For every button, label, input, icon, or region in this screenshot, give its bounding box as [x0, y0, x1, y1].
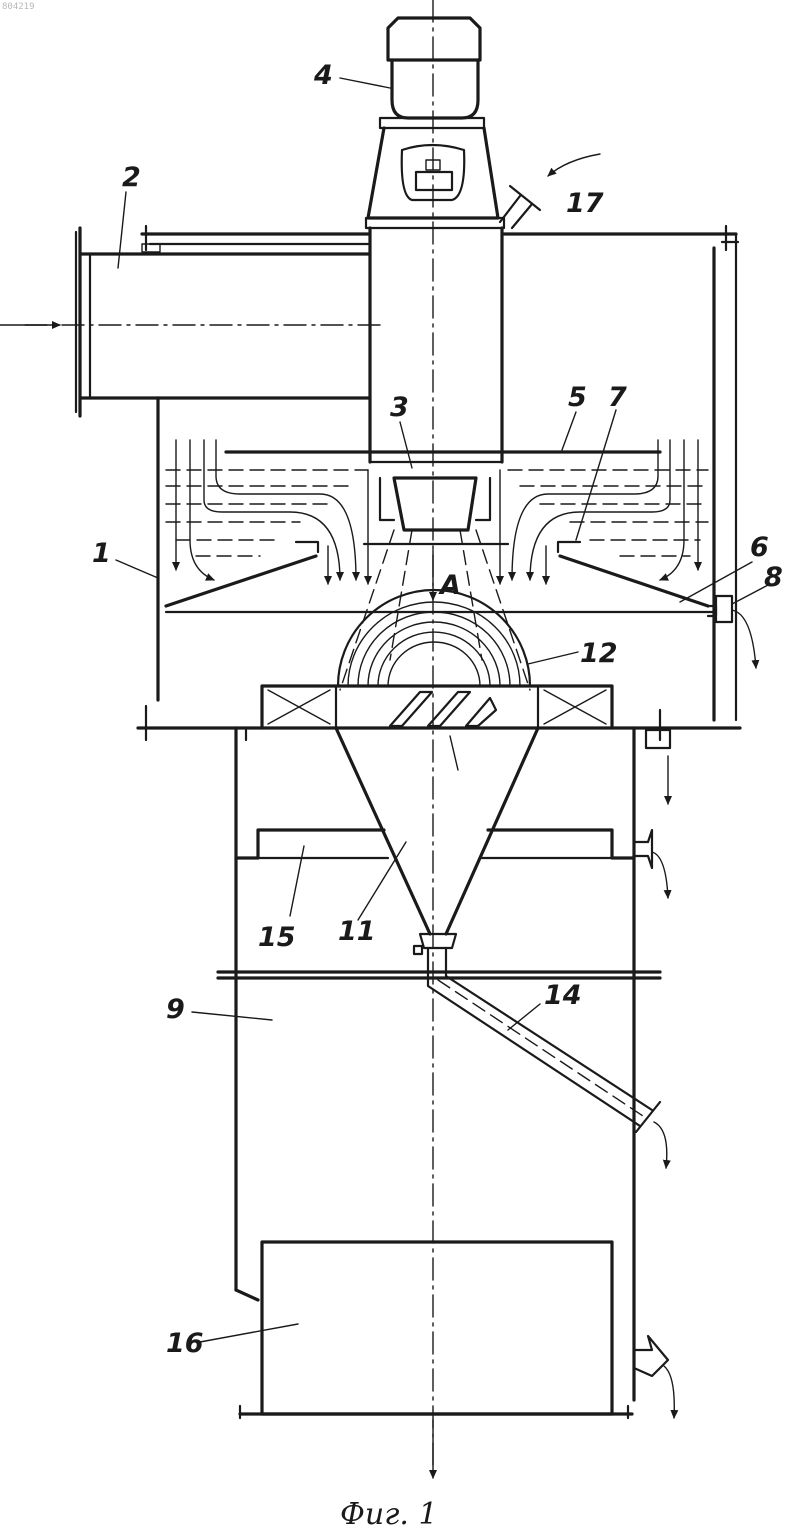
label-11: 11 — [338, 916, 376, 947]
label-8: 8 — [764, 562, 783, 593]
shaft-column — [370, 228, 502, 462]
spray-nozzle — [364, 478, 508, 544]
label-7: 7 — [608, 382, 627, 413]
label-14: 14 — [544, 980, 582, 1011]
label-1: 1 — [92, 538, 111, 569]
label-16: 16 — [166, 1328, 204, 1359]
document-stamp: 804219 — [2, 2, 35, 12]
label-12: 12 — [580, 638, 618, 669]
motor — [380, 18, 484, 128]
housing-joint — [138, 706, 740, 740]
label-5: 5 — [568, 382, 587, 413]
rotor-12 — [338, 590, 530, 686]
flow-label-a: A — [438, 570, 461, 601]
label-4: 4 — [313, 60, 333, 91]
side-drain-middle — [634, 830, 668, 898]
label-9: 9 — [166, 994, 185, 1025]
inlet-nozzle — [76, 228, 370, 700]
label-15: 15 — [258, 922, 296, 953]
figure-caption: Фиг. 1 — [340, 1497, 438, 1532]
flange-ring — [262, 686, 612, 728]
plate-15 — [236, 830, 634, 858]
label-17: 17 — [566, 188, 604, 219]
label-2: 2 — [122, 162, 141, 193]
side-drain-lower — [634, 1336, 674, 1418]
label-6: 6 — [750, 532, 769, 563]
housing-right-wall — [714, 234, 738, 720]
side-drain-upper — [646, 730, 670, 804]
motor-pedestal — [366, 128, 504, 228]
tank-16 — [240, 1242, 632, 1418]
top-cover — [142, 226, 736, 252]
label-3: 3 — [390, 392, 409, 423]
